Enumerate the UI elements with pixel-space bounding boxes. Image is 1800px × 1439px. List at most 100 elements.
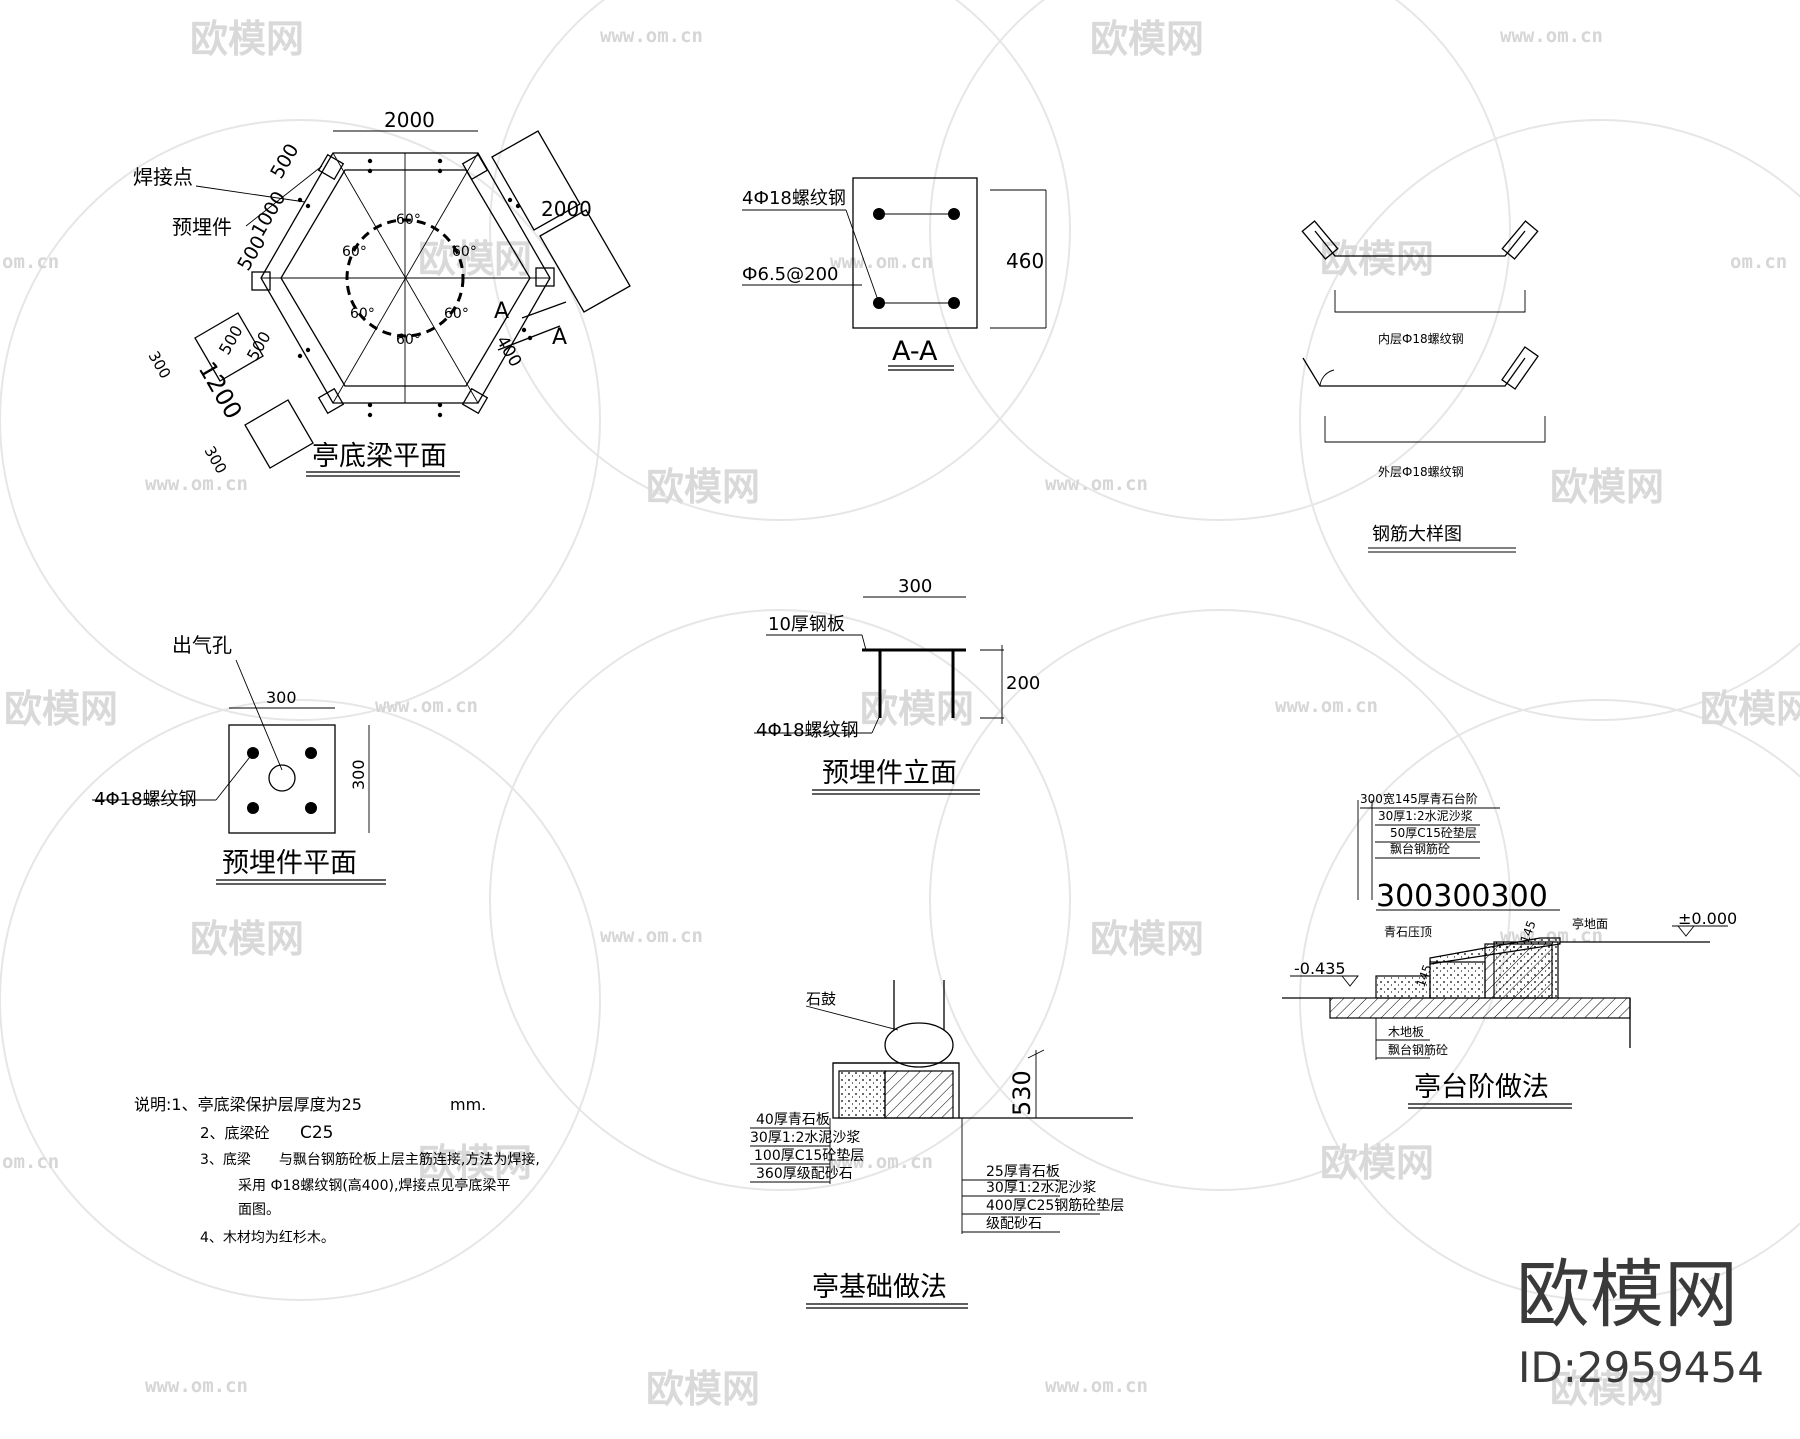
label-stone-drum: 石鼓 — [806, 990, 836, 1008]
watermark-brand: 欧模网 — [1090, 17, 1204, 61]
note-line: mm. — [450, 1095, 486, 1114]
watermark-url: www.om.cn — [1045, 473, 1148, 495]
dim-right: 2000 — [541, 197, 592, 221]
elev-top: ±0.000 — [1678, 909, 1737, 928]
watermark-brand: 欧模网 — [1090, 917, 1204, 961]
watermark-brand: 欧模网 — [190, 17, 304, 61]
title-rebar-detail: 钢筋大样图 — [1372, 524, 1462, 545]
watermark-brand: 欧模网 — [4, 687, 118, 731]
watermark-brand: 欧模网 — [190, 917, 304, 961]
steps-layer: 50厚C15砼垫层 — [1390, 825, 1477, 840]
aa-rebar-stirrup: Ф6.5@200 — [742, 264, 838, 285]
title-embed-plan: 预埋件平面 — [222, 848, 357, 879]
rebar-outer-label: 外层Ф18螺纹钢 — [1378, 465, 1464, 479]
rebar-inner-label: 内层Ф18螺纹钢 — [1378, 332, 1464, 346]
label-embed: 预埋件 — [172, 215, 232, 239]
title-beam-plan: 亭底梁平面 — [312, 441, 447, 472]
embed-plan-rebar: 4Φ18螺纹钢 — [94, 789, 197, 810]
dim-300a: 300 — [145, 348, 175, 382]
steps-detail: 300宽145厚青石台阶 30厚1:2水泥沙浆 50厚C15砼垫层 飘台钢筋砼 … — [1282, 791, 1737, 1109]
watermark-brand: 欧模网 — [1550, 1367, 1664, 1411]
embed-elevation: 300 200 10厚钢板 4Φ18螺纹钢 预埋件立面 — [754, 576, 1040, 795]
section-mark-a: A — [552, 325, 567, 350]
title-foundation: 亭基础做法 — [812, 1272, 947, 1303]
watermark-brand: 欧模网 — [860, 687, 974, 731]
foundation-detail: 石鼓 530 40厚青石板 30厚1:2水泥沙浆 100厚C15砼垫层 360厚… — [750, 980, 1133, 1309]
embed-elev-height: 200 — [1006, 673, 1040, 694]
rebar-detail: 内层Ф18螺纹钢 外层Ф18螺纹钢 钢筋大样图 — [1301, 220, 1546, 553]
aa-rebar-main: 4Ф18螺纹钢 — [742, 188, 846, 209]
section-aa: 460 4Ф18螺纹钢 Ф6.5@200 A-A — [742, 177, 1047, 371]
watermark-brand: 欧模网 — [646, 465, 760, 509]
watermark-url: www.om.cn — [600, 25, 703, 47]
aa-height: 460 — [1006, 249, 1044, 273]
label-vent: 出气孔 — [172, 633, 232, 657]
label-steel-plate: 10厚钢板 — [768, 614, 845, 635]
dim-400: 400 — [492, 333, 526, 371]
angle-label: 60° — [342, 244, 367, 260]
embed-plan: 300 300 出气孔 4Φ18螺纹钢 预埋件平面 — [92, 633, 386, 885]
note-line: 说明:1、亭底梁保护层厚度为25 — [134, 1095, 362, 1114]
title-steps: 亭台阶做法 — [1414, 1072, 1549, 1103]
angle-label: 60° — [444, 306, 469, 322]
note-line: 采用 Ф18螺纹钢(高400),焊接点见亭底梁平 — [238, 1177, 510, 1194]
foundation-left-layer: 40厚青石板 — [756, 1112, 830, 1128]
beam-plan: A A 2000 2000 500 1000 500 500 500 1200 … — [133, 108, 631, 477]
watermark-brand: 欧模网 — [1700, 687, 1800, 731]
angle-label: 60° — [452, 244, 477, 260]
brand-id: ID:2959454 — [1518, 1343, 1764, 1392]
label-stone-edge: 青石压顶 — [1384, 925, 1432, 939]
dim-top: 2000 — [384, 108, 435, 132]
embed-plan-height: 300 — [349, 759, 368, 790]
notes-block: 说明:1、亭底梁保护层厚度为25 mm. 2、底梁砼 C25 3、底梁 与飘台钢… — [134, 1095, 540, 1246]
foundation-right-layer: 30厚1:2水泥沙浆 — [986, 1180, 1096, 1196]
note-line: C25 — [300, 1123, 334, 1143]
embed-elev-width: 300 — [898, 576, 932, 597]
watermark-brand: 欧模网 — [1550, 465, 1664, 509]
watermark-brand: 欧模网 — [418, 1141, 532, 1185]
watermark-brand: 欧模网 — [646, 1367, 760, 1411]
watermark-brand: 欧模网 — [1320, 1141, 1434, 1185]
angle-label: 60° — [350, 306, 375, 322]
elev-low: -0.435 — [1294, 959, 1346, 978]
watermark-url: www.om.cn — [1500, 25, 1603, 47]
foundation-right-layer: 级配砂石 — [986, 1216, 1042, 1232]
title-section-aa: A-A — [892, 336, 938, 367]
watermark-url: www.om.cn — [1045, 1375, 1148, 1397]
foundation-right-layer: 400厚C25钢筋砼垫层 — [986, 1197, 1124, 1214]
label-deck: 亭地面 — [1572, 916, 1608, 931]
watermark-url: www.om.cn — [1275, 695, 1378, 717]
brand-name: 欧模网 — [1516, 1252, 1738, 1338]
foundation-dim: 530 — [1008, 1070, 1036, 1116]
watermark-url: www.om.cn — [830, 251, 933, 273]
watermark-url: om.cn — [2, 1151, 59, 1173]
watermark-brand: 欧模网 — [418, 237, 532, 281]
dim-1200: 1200 — [193, 357, 248, 424]
dim-left-a: 500 — [215, 322, 247, 358]
watermark-brand: 欧模网 — [1320, 237, 1434, 281]
watermark-url: www.om.cn — [145, 1375, 248, 1397]
watermark-url: om.cn — [1730, 251, 1787, 273]
note-line: 2、底梁砼 — [200, 1124, 270, 1142]
watermark-url: www.om.cn — [375, 695, 478, 717]
note-line: 4、木材均为红杉木。 — [200, 1230, 335, 1246]
angle-label: 60° — [396, 332, 421, 348]
label-wood: 木地板 — [1388, 1025, 1424, 1039]
foundation-right-layer: 25厚青石板 — [986, 1164, 1060, 1180]
embed-elev-rebar: 4Φ18螺纹钢 — [756, 720, 859, 741]
label-weld-point: 焊接点 — [133, 165, 193, 189]
steps-layer: 30厚1:2水泥沙浆 — [1378, 808, 1473, 823]
label-rc: 飘台钢筋砼 — [1388, 1042, 1448, 1057]
brand-block: 欧模网 ID:2959454 — [1516, 1252, 1764, 1392]
section-mark-a: A — [494, 299, 509, 324]
watermark-url: www.om.cn — [145, 473, 248, 495]
dim-300b: 300 — [201, 443, 231, 477]
steps-layer: 300宽145厚青石台阶 — [1360, 791, 1478, 806]
foundation-left-layer: 360厚级配砂石 — [756, 1166, 853, 1182]
angle-label: 60° — [396, 212, 421, 228]
embed-plan-width: 300 — [266, 688, 297, 707]
foundation-left-layer: 30厚1:2水泥沙浆 — [750, 1130, 860, 1146]
watermark-url: om.cn — [2, 251, 59, 273]
